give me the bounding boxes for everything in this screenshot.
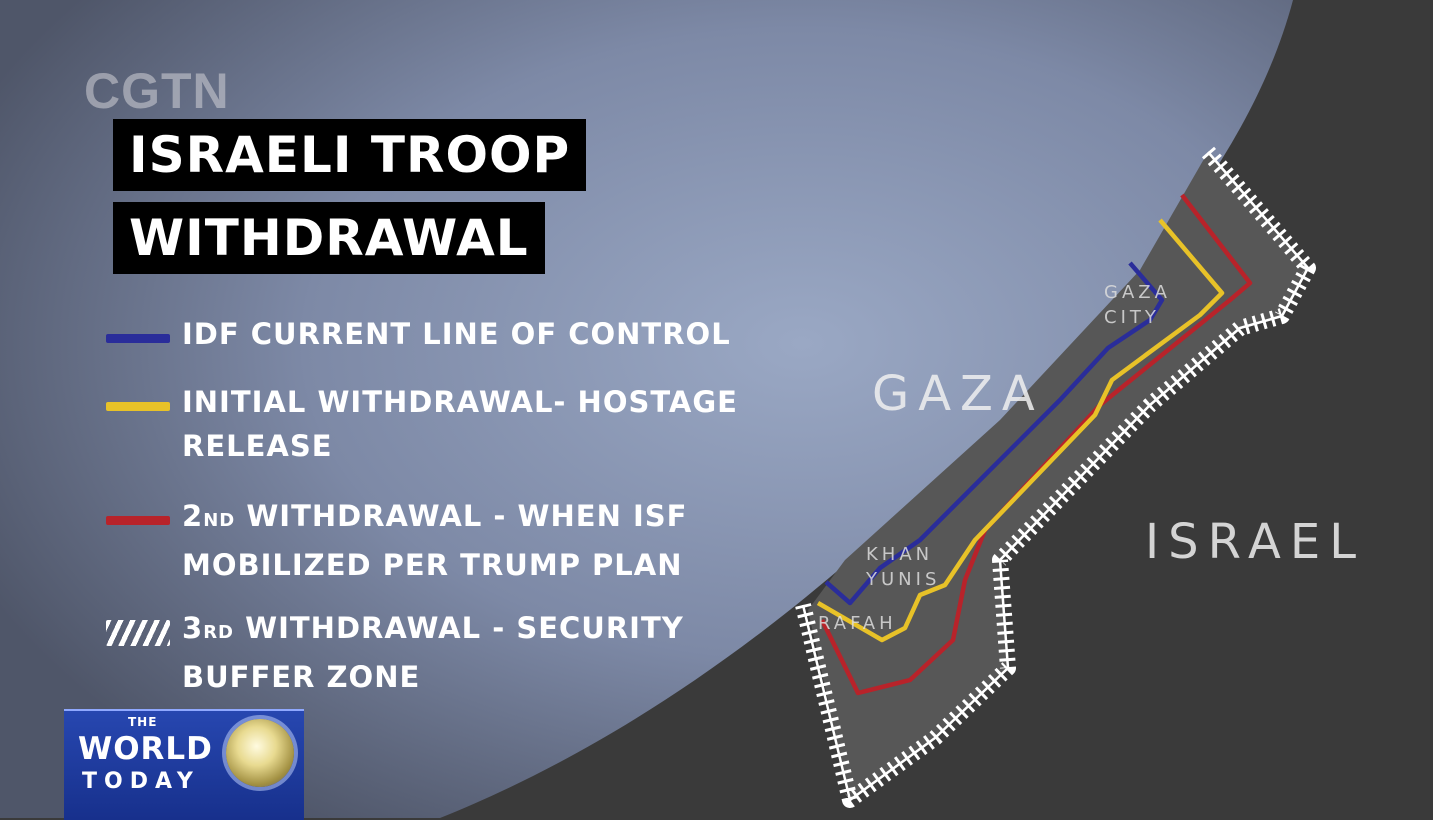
map-label-rafah: RAFAH bbox=[818, 613, 897, 634]
logo-the: THE bbox=[128, 715, 158, 729]
hatched-swatch bbox=[106, 620, 170, 646]
idf-current-line bbox=[824, 261, 1165, 606]
logo-today: TODAY bbox=[82, 769, 200, 794]
gaza-strip-area bbox=[808, 152, 1308, 800]
buffer-zone-boundary-edge bbox=[801, 151, 1310, 802]
khan-yunis-line-1: KHAN bbox=[866, 544, 934, 565]
title-line-1: ISRAELI TROOP bbox=[113, 119, 587, 191]
initial-withdrawal-line bbox=[816, 218, 1225, 643]
legend-label-initial: INITIAL WITHDRAWAL- HOSTAGE RELEASE bbox=[182, 385, 738, 463]
ordinal-suffix: RD bbox=[203, 622, 234, 643]
blue-line-swatch bbox=[106, 334, 170, 343]
legend-label-third: 3RD WITHDRAWAL - SECURITY BUFFER ZONE bbox=[182, 606, 742, 699]
yellow-line-swatch bbox=[106, 402, 170, 411]
gaza-city-line-2: CITY bbox=[1104, 307, 1160, 328]
map-label-gaza: GAZA bbox=[872, 366, 1044, 422]
map-label-gaza-city: GAZA CITY bbox=[1104, 280, 1171, 330]
legend-text-body: WITHDRAWAL - WHEN ISF MOBILIZED PER TRUM… bbox=[182, 499, 688, 582]
red-line-swatch bbox=[106, 516, 170, 525]
title-line-2: WITHDRAWAL bbox=[113, 202, 545, 274]
globe-icon bbox=[226, 719, 294, 787]
legend-label-second: 2ND WITHDRAWAL - WHEN ISF MOBILIZED PER … bbox=[182, 494, 742, 587]
map-label-khan-yunis: KHAN YUNIS bbox=[866, 542, 940, 592]
ordinal-number: 2 bbox=[182, 499, 204, 533]
legend-text-body: WITHDRAWAL - SECURITY BUFFER ZONE bbox=[182, 611, 684, 694]
gaza-city-line-1: GAZA bbox=[1104, 282, 1171, 303]
ordinal-suffix: ND bbox=[203, 510, 236, 531]
khan-yunis-line-2: YUNIS bbox=[866, 569, 941, 590]
ordinal-number: 3 bbox=[182, 611, 204, 645]
legend-label-idf: IDF CURRENT LINE OF CONTROL bbox=[182, 317, 731, 351]
cgtn-watermark: CGTN bbox=[84, 63, 230, 119]
second-withdrawal-line bbox=[819, 193, 1253, 696]
map-label-israel: ISRAEL bbox=[1145, 514, 1365, 570]
logo-world: WORLD bbox=[78, 731, 213, 767]
the-world-today-logo: THE WORLD TODAY bbox=[64, 709, 304, 820]
